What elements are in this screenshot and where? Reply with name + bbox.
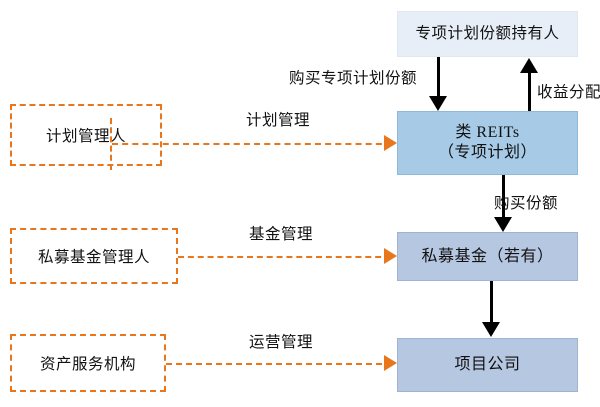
node-project-company[interactable]: 项目公司 [397,338,578,392]
arrowhead-down-icon-purchase-share [494,217,512,232]
arrowhead-down-icon-fund-to-project [482,322,500,337]
arrowhead-right-icon-operation-management [384,355,397,371]
arrowhead-up-icon-income-distribution [520,58,538,73]
dashed-edge-fund-management [178,256,391,258]
node-quasi-reits[interactable]: 类 REITs （专项计划） [397,111,578,175]
node-plan-share-holder[interactable]: 专项计划份额持有人 [397,11,578,57]
arrowhead-right-icon-plan-management [384,135,397,151]
edge-label-income-distribution: 收益分配 [537,84,600,101]
arrowhead-down-icon-purchase-plan-share [429,96,447,111]
dashed-edge-operation-management [166,363,392,365]
arrowhead-right-icon-fund-management [384,248,397,264]
node-pe-fund-manager[interactable]: 私募基金管理人 [10,228,178,284]
node-private-fund[interactable]: 私募基金（若有） [397,232,578,281]
edge-label-purchase-share: 购买份额 [494,195,559,212]
edge-label-purchase-plan-share: 购买专项计划份额 [289,70,418,87]
edge-line-purchase-share [502,175,505,218]
edge-label-fund-management: 基金管理 [249,226,314,243]
edge-line-fund-to-project [490,281,493,323]
node-asset-servicer[interactable]: 资产服务机构 [10,334,166,392]
edge-label-plan-management: 计划管理 [246,112,311,129]
edge-label-operation-management: 运营管理 [249,334,314,351]
dashed-edge-plan-management [112,143,392,145]
dashed-elbow-plan-management [110,118,112,170]
node-plan-manager[interactable]: 计划管理人 [10,104,162,166]
edge-line-income-distribution [528,72,531,111]
edge-line-purchase-plan-share [437,57,440,97]
